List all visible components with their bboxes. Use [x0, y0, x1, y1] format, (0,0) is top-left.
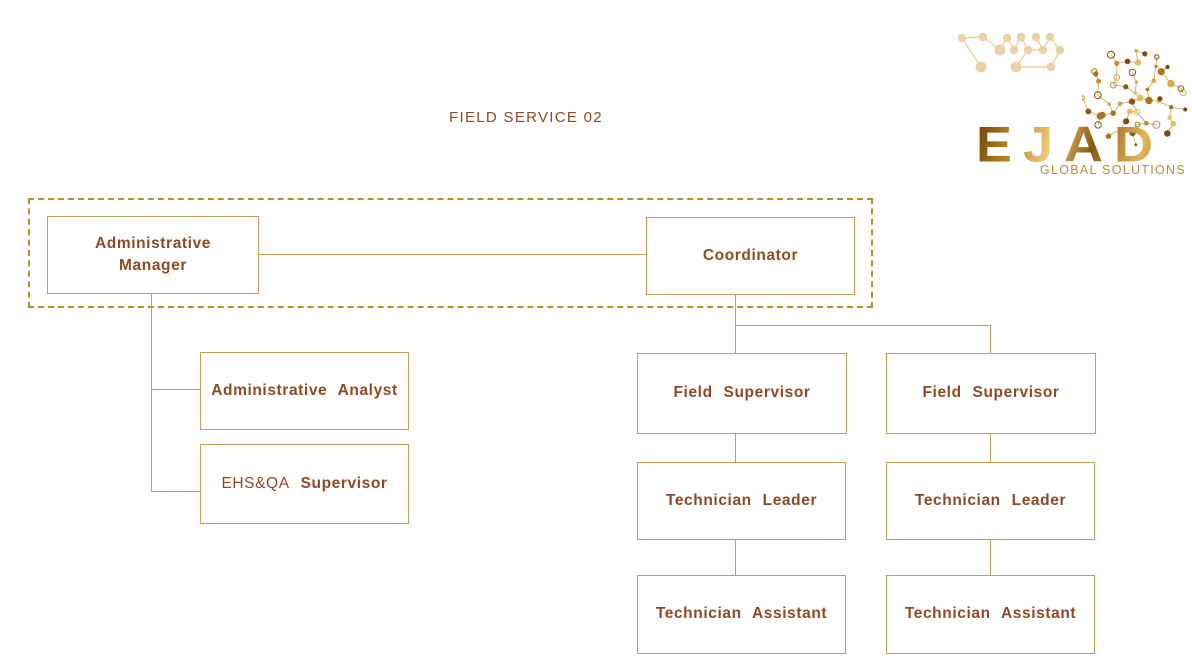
org-box-administrative-manager: Administrative Manager [47, 216, 259, 294]
org-box-label-prefix: EHS&QA [221, 474, 290, 492]
org-box-technician-leader-right: Technician Leader [886, 462, 1095, 540]
org-box-label: Coordinator [702, 246, 799, 264]
dot-sphere-icon [1082, 48, 1188, 148]
brand-tagline: GLOBAL SOLUTIONS [1039, 163, 1186, 177]
connector-to-field-supervisor-right [990, 325, 991, 353]
org-box-technician-leader-left: Technician Leader [637, 462, 846, 540]
page-title: FIELD SERVICE 02 [449, 109, 603, 126]
org-box-label: Field Supervisor [673, 384, 811, 402]
network-pattern-icon [957, 32, 1065, 73]
org-box-label: Administrative Analyst [211, 381, 398, 399]
org-box-label: Technician Leader [914, 491, 1067, 509]
org-box-technician-assistant-left: Technician Assistant [637, 575, 846, 654]
connector-coordinator-drop [735, 293, 736, 353]
management-group-outline [28, 198, 873, 308]
connector-manager-trunk [151, 292, 152, 492]
connector-leader-right-to-assistant [990, 538, 991, 575]
org-box-coordinator: Coordinator [646, 217, 855, 295]
connector-to-ehsqa-supervisor [151, 491, 200, 492]
connector-supervisor-branch [735, 325, 990, 326]
connector-fs-right-to-leader [990, 432, 991, 462]
org-box-technician-assistant-right: Technician Assistant [886, 575, 1095, 654]
org-box-label: Administrative Manager [94, 234, 212, 274]
connector-leader-left-to-assistant [735, 538, 736, 575]
org-box-label: Technician Leader [665, 491, 818, 509]
org-box-ehsqa-supervisor: EHS&QA Supervisor [200, 444, 409, 524]
org-box-label-suffix: Supervisor [300, 474, 388, 492]
connector-manager-coordinator [257, 254, 646, 255]
brand-logo-text: EJAD [976, 120, 1190, 170]
org-box-field-supervisor-right: Field Supervisor [886, 353, 1096, 434]
org-box-label: EHS&QA Supervisor [221, 473, 387, 495]
org-box-label: Field Supervisor [922, 384, 1060, 402]
connector-to-admin-analyst [151, 389, 200, 390]
org-box-administrative-analyst: Administrative Analyst [200, 352, 409, 430]
org-box-label: Technician Assistant [904, 605, 1077, 623]
org-box-field-supervisor-left: Field Supervisor [637, 353, 847, 434]
org-box-label: Technician Assistant [655, 605, 828, 623]
connector-fs-left-to-leader [735, 432, 736, 462]
